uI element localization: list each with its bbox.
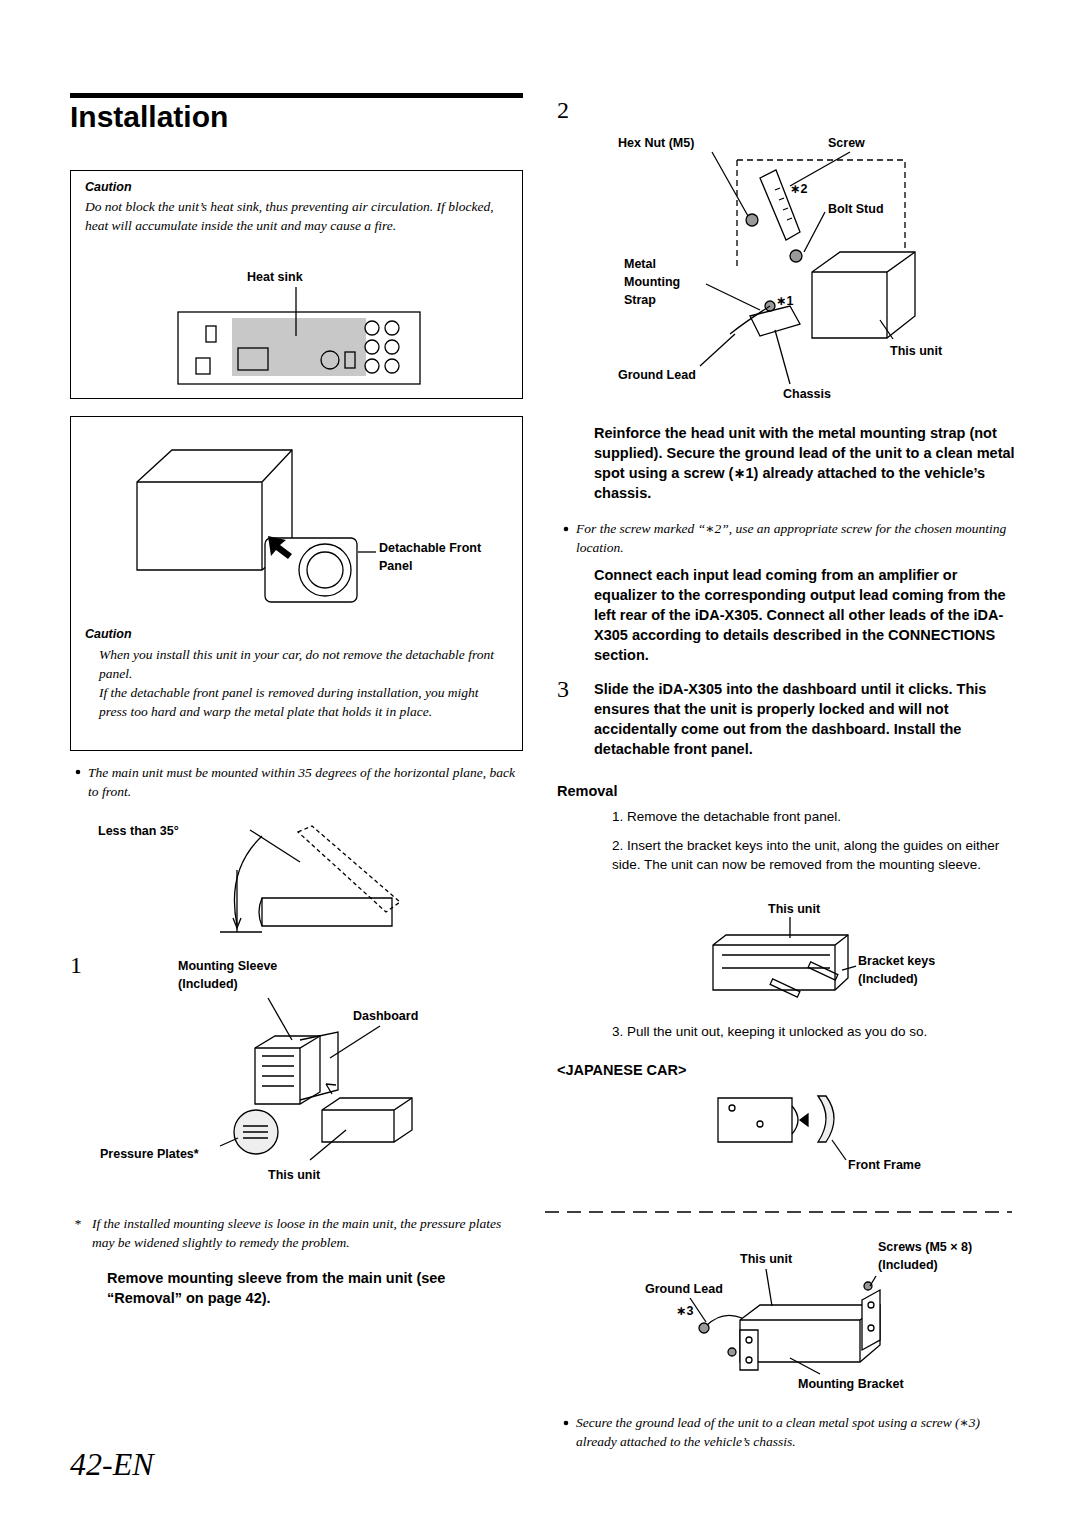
step-number: 2 [557, 97, 569, 124]
part-label: Bracket keys (Included) [858, 952, 958, 988]
part-label: Metal Mounting Strap [624, 255, 704, 309]
note-text: The main unit must be mounted within 35 … [88, 763, 520, 801]
step-number: 1 [70, 952, 82, 979]
part-label: Screws (M5 × 8) (Included) [878, 1238, 1008, 1274]
instruction-text: Reinforce the head unit with the metal m… [594, 423, 1016, 503]
part-label: Detachable Front Panel [379, 539, 499, 575]
part-label: Chassis [783, 385, 831, 403]
instruction-text: Connect each input lead coming from an a… [594, 565, 1016, 665]
part-label: Mounting Bracket [798, 1375, 904, 1393]
caution-box: Detachable Front PanelCautionWhen you in… [70, 416, 523, 751]
page-number: 42-EN [70, 1446, 154, 1483]
section-heading: Removal [557, 781, 617, 801]
part-label: This unit [890, 342, 942, 360]
note-text: Secure the ground lead of the unit to a … [576, 1413, 1016, 1451]
instruction-text: Remove mounting sleeve from the main uni… [107, 1268, 517, 1308]
footnote-text: If the installed mounting sleeve is loos… [92, 1214, 522, 1252]
part-label: Mounting Sleeve (Included) [178, 957, 298, 993]
list-item: 3. Pull the unit out, keeping it unlocke… [612, 1022, 1012, 1041]
part-label: Pressure Plates* [100, 1145, 199, 1163]
part-label: This unit [268, 1166, 320, 1184]
step-number: 3 [557, 676, 569, 703]
caution-text: Do not block the unit’s heat sink, thus … [85, 197, 510, 235]
part-label: Bolt Stud [828, 200, 884, 218]
angle-label: Less than 35° [98, 822, 179, 840]
section-heading: <JAPANESE CAR> [557, 1060, 686, 1080]
part-label: Dashboard [353, 1007, 418, 1025]
part-label: This unit [768, 900, 820, 918]
note-text: For the screw marked “∗2”, use an approp… [576, 519, 1016, 557]
caution-text: If the detachable front panel is removed… [99, 683, 504, 721]
footnote-mark: * [74, 1214, 81, 1233]
part-label: Screw [828, 134, 865, 152]
caution-box: Caution Do not block the unit’s heat sink… [70, 170, 523, 399]
part-label: Hex Nut (M5) [618, 134, 694, 152]
caution-heading: Caution [85, 627, 132, 641]
part-label: Heat sink [247, 268, 303, 286]
caution-text: When you install this unit in your car, … [99, 645, 504, 683]
callout-number: ∗3 [676, 1302, 693, 1320]
caution-heading: Caution [85, 180, 132, 194]
part-label: This unit [740, 1250, 792, 1268]
callout-number: ∗2 [790, 180, 807, 198]
list-item: 1. Remove the detachable front panel. [612, 807, 841, 826]
part-label: Ground Lead [618, 366, 696, 384]
part-label: Front Frame [848, 1156, 921, 1174]
instruction-text: Slide the iDA-X305 into the dashboard un… [594, 679, 1016, 759]
part-label: Ground Lead [645, 1280, 723, 1298]
page-title: Installation [70, 100, 228, 134]
list-item: 2. Insert the bracket keys into the unit… [612, 836, 1012, 874]
callout-number: ∗1 [776, 292, 793, 310]
